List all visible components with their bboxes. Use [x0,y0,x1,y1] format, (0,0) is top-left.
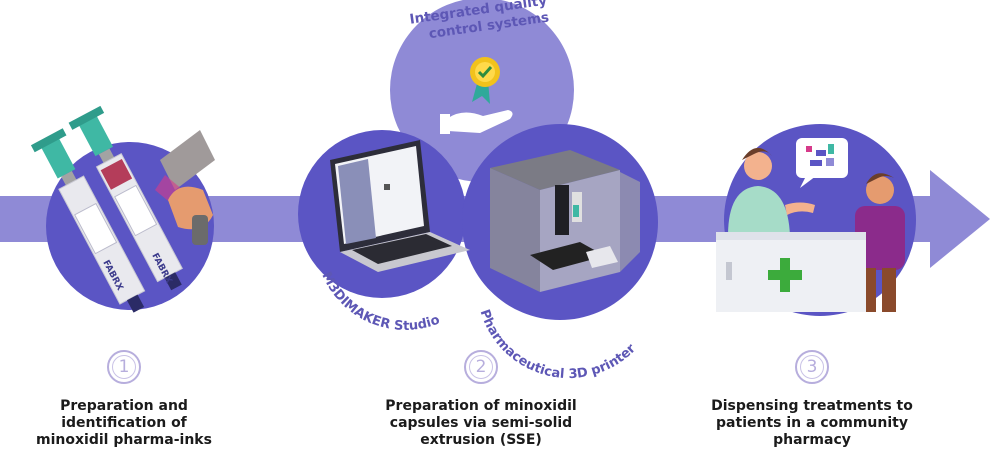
laptop-icon [330,140,470,272]
speech-bubble-icon [796,138,848,188]
step-2-description: Preparation of minoxidil capsules via se… [385,398,577,448]
syringe-icon [30,128,146,313]
pharmacist-icon [728,147,815,236]
barcode-scanner-icon [155,130,215,245]
3d-printer-icon [490,150,640,292]
step3-illustration [716,124,916,316]
step-3-description: Dispensing treatments to patients in a c… [711,398,913,448]
hand-icon [440,110,513,134]
step1-illustration: FABRX FABRX [30,105,215,313]
pharmacy-counter-icon [716,232,866,312]
step-1-description: Preparation and identification of minoxi… [36,398,212,448]
step2-illustration: Integrated quality control systems M3DIM… [298,0,658,382]
step-1-number: 1 [107,350,141,384]
quality-badge-icon [470,57,500,104]
step-3-number: 3 [795,350,829,384]
step-2-number: 2 [464,350,498,384]
syringe-icon [68,105,183,291]
